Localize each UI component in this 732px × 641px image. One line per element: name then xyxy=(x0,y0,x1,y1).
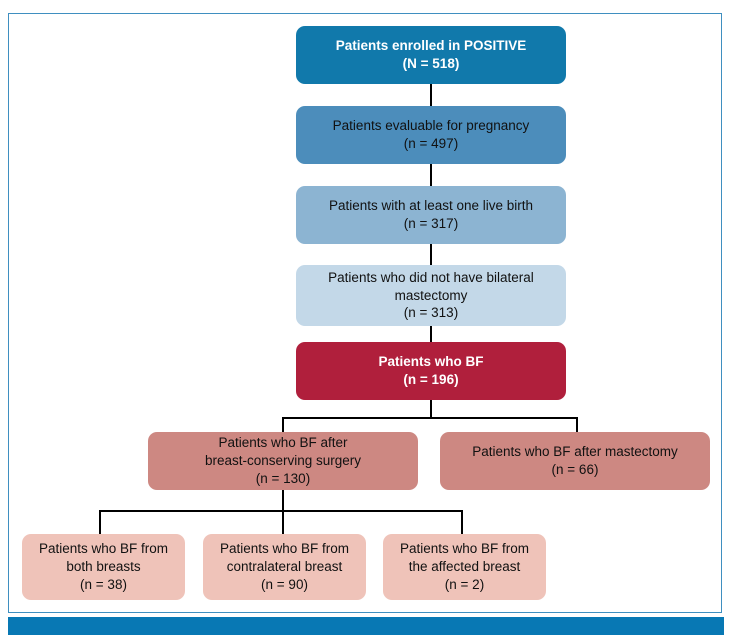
node-bcs-line2: breast-conserving surgery xyxy=(204,453,362,469)
node-bf-after-mastectomy: Patients who BF after mastectomy (n = 66… xyxy=(440,432,710,490)
connector-livebirth-to-nobilateral xyxy=(430,244,433,265)
node-nobilateral-count: (n = 313) xyxy=(403,305,459,321)
node-patients-who-bf: Patients who BF (n = 196) xyxy=(296,342,566,400)
node-affected-line2: the affected breast xyxy=(408,559,521,575)
node-bf-from-affected-breast: Patients who BF from the affected breast… xyxy=(383,534,546,600)
connector-bf-split-bar xyxy=(282,417,578,420)
node-patients-enrolled: Patients enrolled in POSITIVE (N = 518) xyxy=(296,26,566,84)
node-bcs-count: (n = 130) xyxy=(255,470,311,486)
node-bf-from-both-breasts: Patients who BF from both breasts (n = 3… xyxy=(22,534,185,600)
connector-bf-to-bcs xyxy=(282,417,285,433)
connector-bcs-to-affected xyxy=(461,510,464,534)
node-enrolled-line1: Patients enrolled in POSITIVE xyxy=(335,38,527,54)
connector-bf-to-mastectomy xyxy=(576,417,579,433)
node-evaluable-line1: Patients evaluable for pregnancy xyxy=(332,118,530,134)
connector-enrolled-to-evaluable xyxy=(430,84,433,106)
node-both-breasts-line2: both breasts xyxy=(66,559,141,575)
node-livebirth-count: (n = 317) xyxy=(403,216,459,231)
node-both-breasts-count: (n = 38) xyxy=(80,576,127,592)
node-evaluable-count: (n = 497) xyxy=(403,136,459,151)
connector-bcs-to-both-breasts xyxy=(99,510,102,534)
node-patients-live-birth: Patients with at least one live birth (n… xyxy=(296,186,566,244)
connector-bcs-stem xyxy=(282,490,285,512)
node-bf-after-breast-conserving-surgery: Patients who BF after breast-conserving … xyxy=(148,432,418,490)
connector-bf-stem xyxy=(430,400,433,419)
connector-bcs-to-contralateral xyxy=(282,510,285,534)
node-contralateral-count: (n = 90) xyxy=(261,576,308,592)
node-bcs-line1: Patients who BF after xyxy=(218,435,348,451)
node-bf-count: (n = 196) xyxy=(403,372,459,387)
connector-evaluable-to-livebirth xyxy=(430,164,433,186)
footer-bar xyxy=(8,617,724,635)
node-nobilateral-line2: mastectomy xyxy=(394,287,468,303)
node-both-breasts-line1: Patients who BF from xyxy=(38,541,169,557)
node-no-bilateral-mastectomy: Patients who did not have bilateral mast… xyxy=(296,265,566,326)
node-nobilateral-line1: Patients who did not have bilateral xyxy=(328,269,534,285)
node-bf-mastectomy-line1: Patients who BF after mastectomy xyxy=(472,444,678,460)
node-contralateral-line1: Patients who BF from xyxy=(219,541,350,557)
node-enrolled-count: (N = 518) xyxy=(402,56,460,71)
node-patients-evaluable: Patients evaluable for pregnancy (n = 49… xyxy=(296,106,566,164)
node-bf-line1: Patients who BF xyxy=(378,354,484,370)
node-bf-from-contralateral-breast: Patients who BF from contralateral breas… xyxy=(203,534,366,600)
node-affected-count: (n = 2) xyxy=(444,576,485,592)
node-livebirth-line1: Patients with at least one live birth xyxy=(328,198,534,214)
node-affected-line1: Patients who BF from xyxy=(399,541,530,557)
node-bf-mastectomy-count: (n = 66) xyxy=(551,462,599,477)
node-contralateral-line2: contralateral breast xyxy=(226,559,343,575)
connector-nobilateral-to-bf xyxy=(430,326,433,342)
connector-bcs-split-bar xyxy=(99,510,463,513)
